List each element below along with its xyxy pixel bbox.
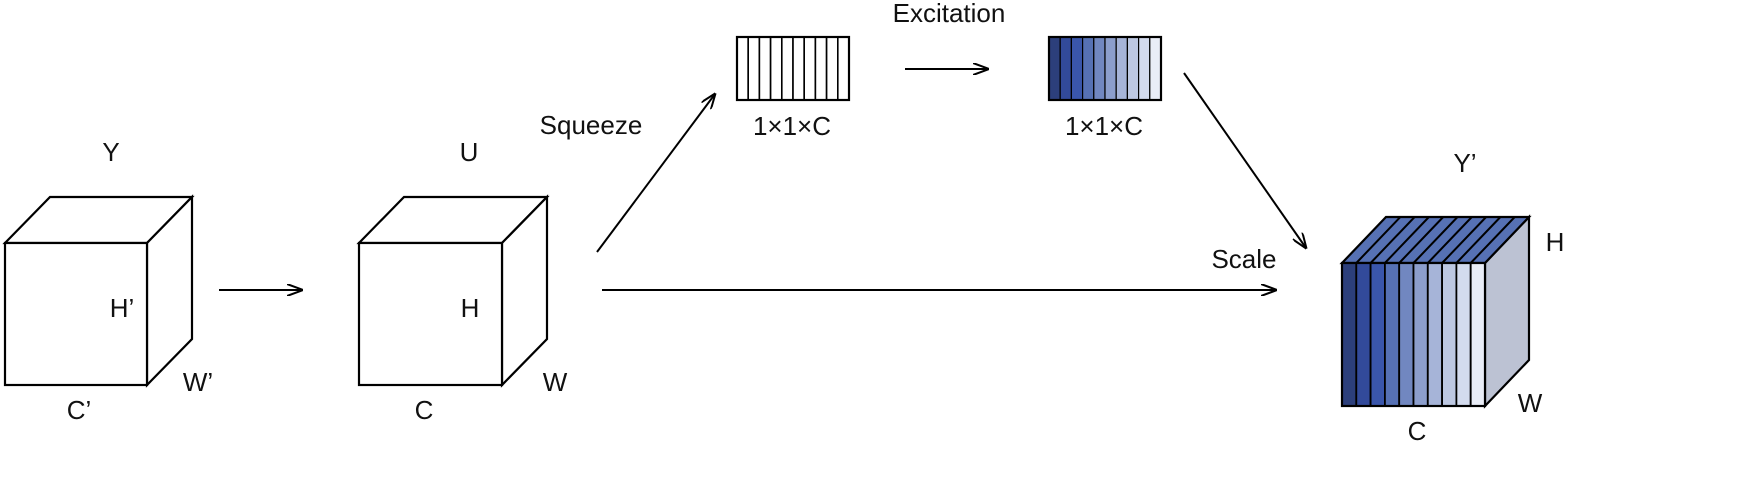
channel-weight-cell xyxy=(1093,36,1106,101)
output-channel-top-divider xyxy=(1384,216,1430,264)
feature-tensor-cube xyxy=(356,194,550,388)
input-tensor-cube xyxy=(2,194,195,388)
output-channel-slice xyxy=(1426,262,1444,407)
output-width-label: W xyxy=(1518,388,1543,418)
squeeze-vector xyxy=(735,35,851,102)
output-cube-front-border xyxy=(1340,261,1487,408)
feature-tensor-label: U xyxy=(460,137,479,167)
output-tensor-cube xyxy=(1339,214,1532,409)
output-channel-slice xyxy=(1355,262,1372,407)
output-channel-top-divider xyxy=(1469,216,1516,264)
squeeze-arrow xyxy=(596,94,715,253)
excitation-label: Excitation xyxy=(893,0,1006,28)
channel-weight-cell xyxy=(1104,36,1117,101)
feature-width-label: W xyxy=(543,367,568,397)
output-channel-slice xyxy=(1412,262,1429,407)
output-channel-top-divider xyxy=(1441,216,1487,264)
output-channel-top-divider xyxy=(1427,216,1473,264)
channel-weight-cell xyxy=(1149,36,1162,101)
squeeze-vector-cell xyxy=(825,36,839,101)
output-channel-top-divider xyxy=(1369,216,1416,264)
output-channel-top-divider xyxy=(1355,216,1402,264)
output-channel-slice xyxy=(1398,262,1415,407)
channel-weight-cell xyxy=(1137,36,1151,101)
output-channel-top-divider xyxy=(1455,216,1502,264)
excitation-vector xyxy=(1047,35,1163,102)
squeeze-vector-cell xyxy=(803,36,817,101)
input-cube-front-face xyxy=(3,241,149,387)
squeeze-vector-border xyxy=(735,35,851,102)
squeeze-vector-cell xyxy=(792,36,805,101)
squeeze-label: Squeeze xyxy=(540,110,643,140)
squeeze-vector-cell xyxy=(747,36,761,101)
squeeze-vector-cell xyxy=(836,36,850,101)
output-channel-top-divider xyxy=(1412,216,1459,264)
channel-weight-cell xyxy=(1070,36,1084,101)
output-channel-slice xyxy=(1469,262,1486,407)
squeeze-vector-shape-label: 1×1×C xyxy=(753,111,831,141)
feature-cube-front-face xyxy=(357,241,504,387)
scale-label: Scale xyxy=(1211,244,1276,274)
output-channel-slice xyxy=(1369,262,1386,407)
output-height-label: H xyxy=(1546,227,1565,257)
squeeze-vector-cell xyxy=(780,36,794,101)
input-tensor-label: Y xyxy=(102,137,119,167)
output-channel-slice xyxy=(1441,262,1458,407)
squeeze-vector-cell xyxy=(814,36,828,101)
output-tensor-label: Y’ xyxy=(1453,148,1476,178)
input-channels-label: C’ xyxy=(67,395,92,425)
squeeze-vector-cell xyxy=(736,36,749,101)
output-channel-slice xyxy=(1384,262,1401,407)
channel-weight-cell xyxy=(1059,36,1072,101)
excitation-vector-border xyxy=(1047,35,1163,102)
channel-weight-cell xyxy=(1115,36,1128,101)
squeeze-vector-cell xyxy=(769,36,783,101)
feature-height-label: H xyxy=(461,293,480,323)
squeeze-vector-cell xyxy=(758,36,772,101)
output-channels-label: C xyxy=(1408,416,1427,446)
excitation-vector-shape-label: 1×1×C xyxy=(1065,111,1143,141)
input-height-label: H’ xyxy=(110,293,135,323)
feature-channels-label: C xyxy=(415,395,434,425)
input-width-label: W’ xyxy=(183,367,213,397)
output-channel-slice xyxy=(1455,262,1472,407)
output-channel-slice xyxy=(1341,262,1358,407)
channel-weight-cell xyxy=(1048,36,1061,101)
channel-weight-cell xyxy=(1126,36,1140,101)
channel-weight-cell xyxy=(1081,36,1095,101)
weights-to-output-arrow xyxy=(1183,72,1306,248)
output-channel-top-divider xyxy=(1398,216,1444,264)
